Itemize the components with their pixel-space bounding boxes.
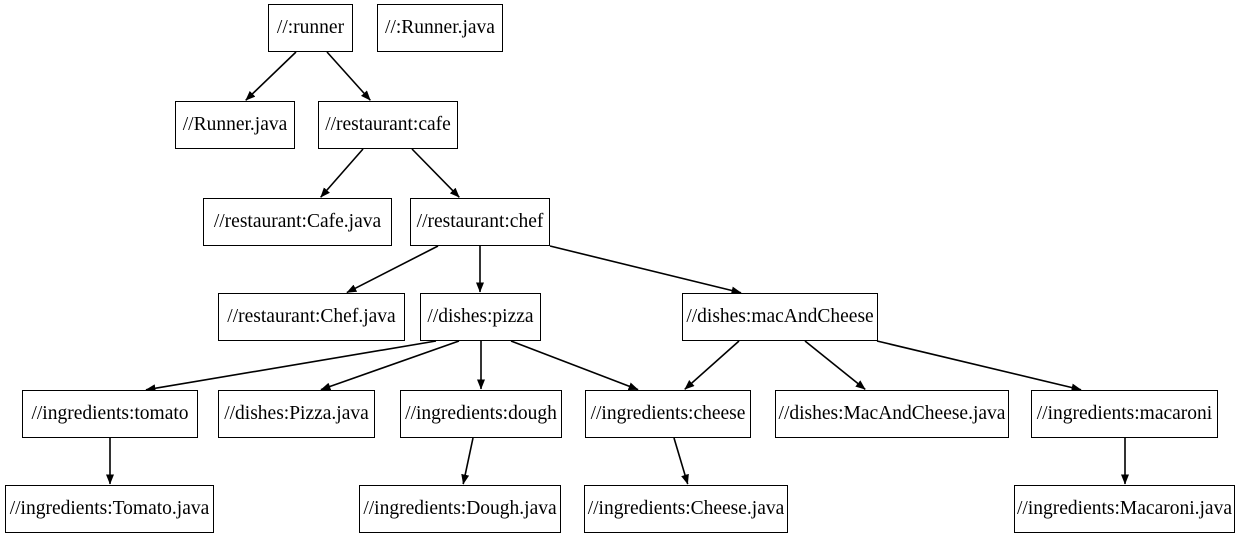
edge-dishes_pizza-to-dishes_pizza_java <box>320 340 460 391</box>
edge-ingredients_dough-to-ingredients_dough_java <box>461 437 474 485</box>
node-ingredients_macaroni_java[interactable]: //ingredients:Macaroni.java <box>1014 485 1235 533</box>
edge-restaurant_chef-to-dishes_macandcheese <box>549 245 742 295</box>
node-dishes_pizza_java[interactable]: //dishes:Pizza.java <box>218 390 375 438</box>
node-label-ingredients_cheese: //ingredients:cheese <box>590 403 746 425</box>
node-ingredients_tomato[interactable]: //ingredients:tomato <box>22 390 198 438</box>
node-label-restaurant_cafe: //restaurant:cafe <box>325 114 451 136</box>
node-runner_java[interactable]: //Runner.java <box>175 101 295 149</box>
node-label-runner: //:runner <box>276 17 345 39</box>
node-restaurant_chef[interactable]: //restaurant:chef <box>410 198 550 246</box>
node-dishes_mac_java[interactable]: //dishes:MacAndCheese.java <box>775 390 1009 438</box>
node-restaurant_cafe_java[interactable]: //restaurant:Cafe.java <box>203 198 392 246</box>
edge-ingredients_cheese-to-ingredients_cheese_java <box>673 437 689 485</box>
edge-dishes_macandcheese-to-ingredients_macaroni <box>876 340 1082 392</box>
node-ingredients_tomato_java[interactable]: //ingredients:Tomato.java <box>5 485 214 533</box>
edge-restaurant_cafe-to-restaurant_cafe_java <box>320 148 364 198</box>
node-label-ingredients_tomato: //ingredients:tomato <box>31 403 189 425</box>
node-label-ingredients_dough: //ingredients:dough <box>405 403 557 425</box>
edge-restaurant_cafe-to-restaurant_chef <box>411 148 460 198</box>
node-ingredients_cheese[interactable]: //ingredients:cheese <box>585 390 751 438</box>
node-label-ingredients_macaroni_java: //ingredients:Macaroni.java <box>1017 498 1232 520</box>
node-label-dishes_pizza_java: //dishes:Pizza.java <box>224 403 369 425</box>
node-label-restaurant_chef_java: //restaurant:Chef.java <box>227 306 396 328</box>
node-runner_java_root[interactable]: //:Runner.java <box>377 4 503 52</box>
node-ingredients_dough_java[interactable]: //ingredients:Dough.java <box>359 485 561 533</box>
node-restaurant_cafe[interactable]: //restaurant:cafe <box>318 101 458 149</box>
edge-runner-to-runner_java <box>245 51 297 101</box>
edge-dishes_macandcheese-to-ingredients_cheese <box>684 340 740 390</box>
node-dishes_macandcheese[interactable]: //dishes:macAndCheese <box>682 293 878 341</box>
node-label-dishes_macandcheese: //dishes:macAndCheese <box>686 306 874 328</box>
edge-dishes_pizza-to-ingredients_cheese <box>510 340 639 391</box>
node-ingredients_macaroni[interactable]: //ingredients:macaroni <box>1031 390 1218 438</box>
node-ingredients_cheese_java[interactable]: //ingredients:Cheese.java <box>584 485 788 533</box>
node-label-restaurant_chef: //restaurant:chef <box>416 211 544 233</box>
node-label-runner_java_root: //:Runner.java <box>385 17 495 39</box>
node-label-restaurant_cafe_java: //restaurant:Cafe.java <box>213 211 382 233</box>
node-label-ingredients_cheese_java: //ingredients:Cheese.java <box>587 498 785 520</box>
edge-runner-to-restaurant_cafe <box>326 51 371 101</box>
node-label-dishes_mac_java: //dishes:MacAndCheese.java <box>778 403 1006 425</box>
edge-dishes_pizza-to-ingredients_tomato <box>145 340 437 393</box>
edge-restaurant_chef-to-restaurant_chef_java <box>346 245 439 294</box>
node-label-ingredients_dough_java: //ingredients:Dough.java <box>363 498 557 520</box>
node-label-ingredients_macaroni: //ingredients:macaroni <box>1036 403 1213 425</box>
edge-dishes_macandcheese-to-dishes_mac_java <box>804 340 866 390</box>
node-restaurant_chef_java[interactable]: //restaurant:Chef.java <box>218 293 405 341</box>
node-label-dishes_pizza: //dishes:pizza <box>427 306 534 328</box>
node-runner[interactable]: //:runner <box>268 4 353 52</box>
node-ingredients_dough[interactable]: //ingredients:dough <box>400 390 562 438</box>
node-dishes_pizza[interactable]: //dishes:pizza <box>420 293 541 341</box>
node-label-ingredients_tomato_java: //ingredients:Tomato.java <box>9 498 210 520</box>
node-label-runner_java: //Runner.java <box>182 114 288 136</box>
